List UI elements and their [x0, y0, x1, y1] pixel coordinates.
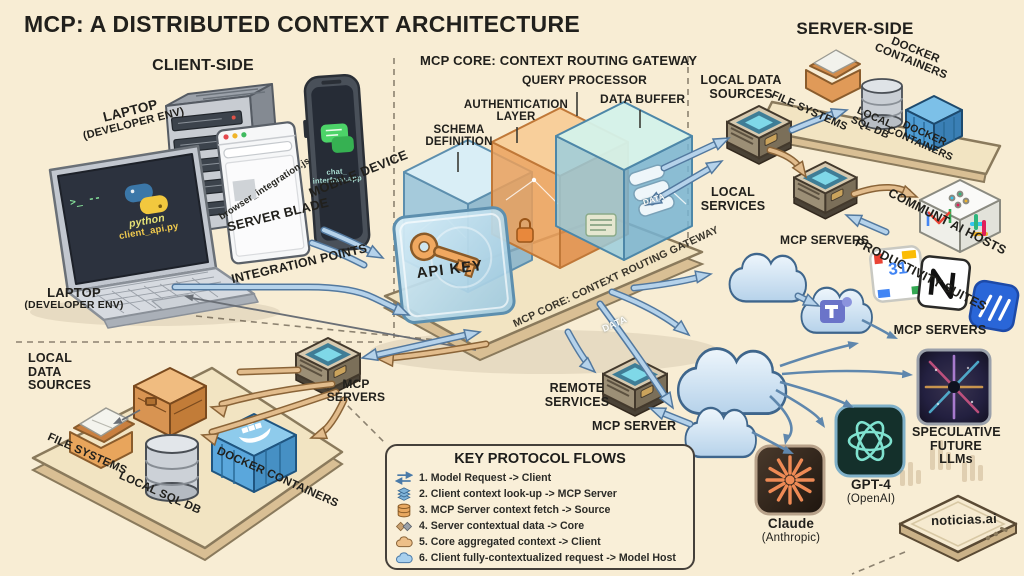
docker-cube-icon: [905, 95, 963, 151]
claude-tile: [754, 444, 826, 516]
flow-arrows: [111, 92, 920, 458]
claude-starburst-icon: [765, 455, 815, 505]
mcp-servers-right2-label: MCP SERVERS: [893, 323, 987, 337]
legend-item: 3. MCP Server context fetch -> Source: [395, 502, 685, 518]
heading-client-side: CLIENT-SIDE: [152, 57, 254, 74]
docker-container-icon: [211, 413, 297, 493]
browser-window: [215, 121, 311, 265]
local-data-sources-platform: [30, 366, 344, 562]
mcp-servers-left-label: MCP SERVERS: [326, 377, 386, 404]
api-key-panel: [392, 206, 516, 324]
mcp-servers-right-label: MCP SERVERS: [780, 233, 870, 247]
speculative-llms-label: SPECULATIVE FUTURE LLMs: [912, 425, 1001, 466]
claude-label: Claude (Anthropic): [761, 516, 821, 544]
local-services-label: LOCAL SERVICES: [700, 185, 766, 213]
diamond-arrows-icon: [395, 521, 413, 531]
legend-item-text: 4. Server contextual data -> Core: [419, 520, 585, 532]
heading-server-side: SERVER-SIDE: [796, 19, 914, 38]
orange-cloud-icon: [396, 535, 413, 547]
data-buffer-label: DATA BUFFER: [600, 92, 686, 106]
fan-lines: [751, 318, 914, 458]
slack-icon: [970, 214, 988, 236]
laptop-label: LAPTOP (DEVELOPER ENV): [24, 285, 124, 312]
slack-top-icon: [948, 190, 970, 209]
chat-bubble-icon: [320, 123, 354, 153]
notion-tile: [917, 255, 972, 311]
database-cylinder-icon: [397, 503, 411, 517]
legend-box: KEY PROTOCOL FLOWS 1. Model Request -> C…: [385, 444, 695, 570]
clouds: [676, 252, 874, 459]
legend-item: 4. Server contextual data -> Core: [395, 518, 685, 534]
cloud-d: [684, 406, 758, 459]
file-systems-folder-icon: [805, 49, 861, 103]
mcp-server-remote-label: MCP SERVER: [592, 419, 677, 433]
stacked-layers-icon: [397, 486, 411, 501]
legend-item: 6. Client fully-contextualized request -…: [395, 550, 685, 566]
teams-icon: [820, 297, 852, 323]
remote-services-label: REMOTE SERVICES: [544, 381, 610, 409]
legend-item: 2. Client context look-up -> MCP Server: [395, 486, 685, 502]
legend-item: 5. Core aggregated context -> Client: [395, 534, 685, 550]
local-data-sources-left-label: LOCAL DATA SOURCES: [28, 351, 92, 392]
brand-label: noticias.ai: [930, 510, 998, 529]
label-leader-lines: [457, 92, 641, 172]
legend-item-text: 6. Client fully-contextualized request -…: [419, 552, 676, 564]
sql-db-icon: [145, 434, 199, 502]
page-title: MCP: A DISTRIBUTED CONTEXT ARCHITECTURE: [24, 11, 581, 37]
data-buffer-cube: [555, 101, 693, 261]
schema-definition-label: SCHEMA DEFINITION: [425, 124, 493, 149]
cloud-a: [728, 252, 808, 303]
legend-item: 1. Model Request -> Client: [395, 470, 685, 486]
ai-hosts-cube: [919, 179, 1001, 253]
legend-item-text: 2. Client context look-up -> MCP Server: [419, 488, 617, 500]
local-sql-db-icon: [861, 78, 903, 130]
dashed-separators: [16, 56, 906, 575]
local-data-sources-right-label: LOCAL DATA SOURCES: [700, 73, 782, 101]
calendar-day: 31: [887, 258, 909, 279]
brand-device: [898, 440, 1018, 563]
swap-arrows-icon: [395, 470, 413, 485]
openai-icon: [847, 420, 893, 462]
data-cylinder-stack-icon: [628, 164, 675, 217]
key-icon: [409, 232, 480, 279]
legend-title: KEY PROTOCOL FLOWS: [454, 451, 626, 467]
mobile-phone: [303, 73, 371, 252]
blue-cloud-icon: [396, 551, 413, 563]
gmail-icon: [926, 209, 952, 226]
core-cubes: [403, 101, 693, 293]
gpt4-tile: [834, 404, 906, 478]
python-logo-icon: [124, 183, 168, 215]
heading-mcp-core: MCP CORE: CONTEXT ROUTING GATEWAY: [420, 53, 698, 68]
speculative-llm-tile: [916, 348, 992, 426]
lock-icon: [516, 218, 534, 243]
legend-item-text: 1. Model Request -> Client: [419, 472, 552, 484]
query-processor-label: QUERY PROCESSOR: [522, 73, 648, 87]
equalizer-bars-icon: [900, 440, 983, 486]
legend-item-text: 3. MCP Server context fetch -> Source: [419, 504, 611, 516]
authentication-layer-label: AUTHENTICATION LAYER: [463, 99, 569, 124]
crate-icon: [133, 367, 207, 437]
legend-item-text: 5. Core aggregated context -> Client: [419, 536, 601, 548]
gpt4-label: GPT-4 (OpenAI): [846, 477, 896, 505]
blue-app-tile: [968, 279, 1020, 333]
